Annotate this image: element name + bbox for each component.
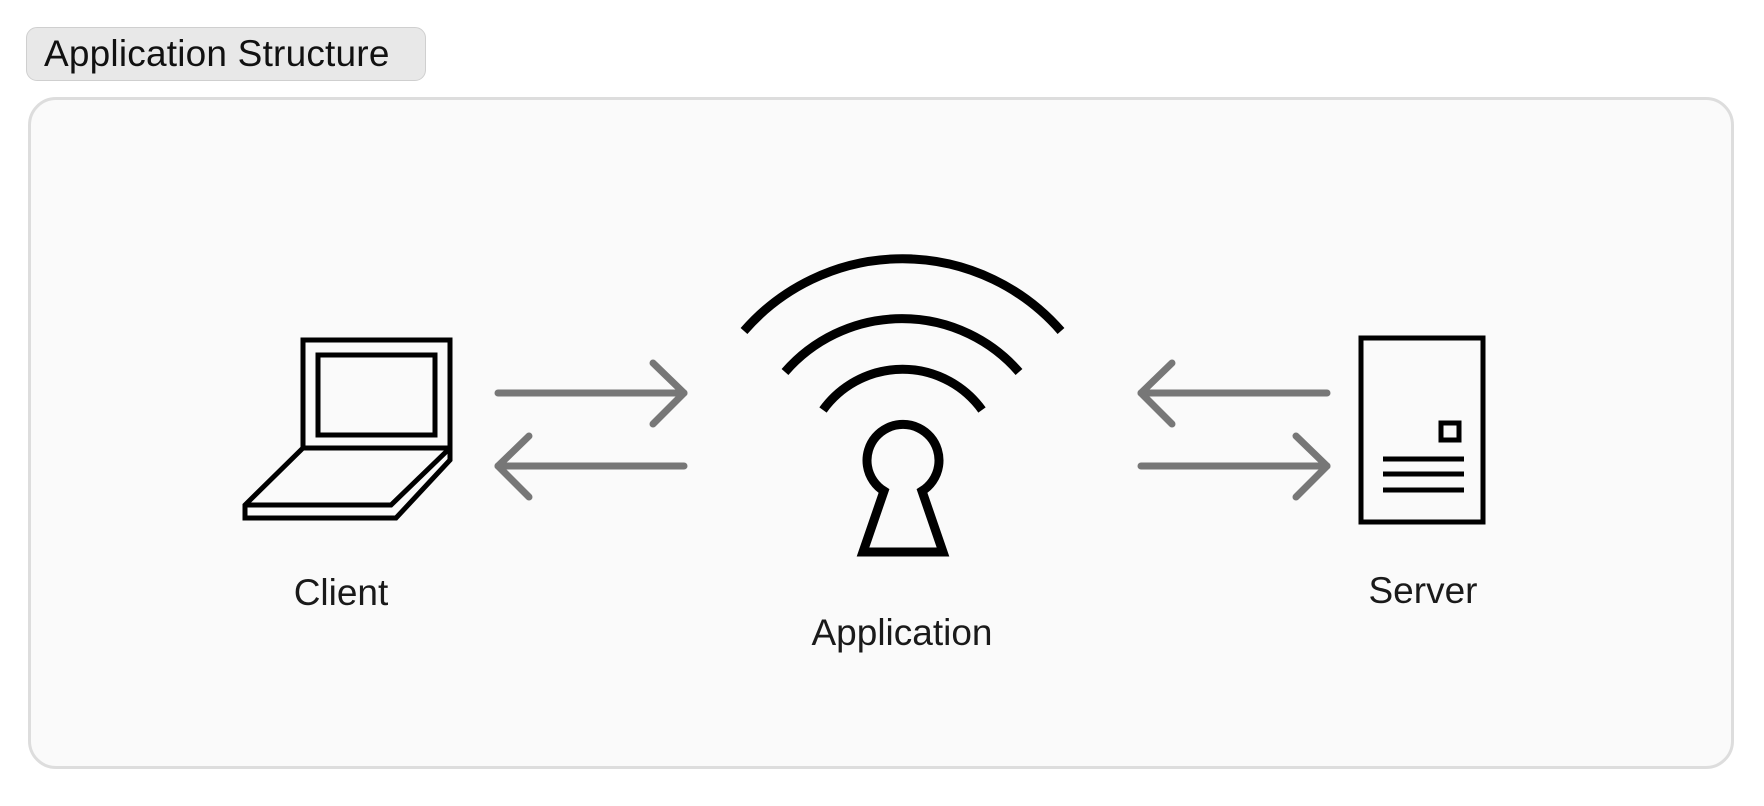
- wireless-keyhole-icon: [740, 254, 1065, 557]
- client-application-arrows: [494, 359, 688, 501]
- diagram-title-tag: Application Structure: [26, 27, 426, 81]
- application-server-arrows: [1137, 359, 1331, 501]
- server-tower-icon: [1358, 335, 1486, 525]
- client-label: Client: [293, 572, 389, 613]
- arrow-server-to-application: [1137, 359, 1331, 428]
- server-label: Server: [1368, 570, 1478, 611]
- arrow-client-to-application: [494, 359, 688, 428]
- diagram-title: Application Structure: [44, 33, 390, 74]
- application-label: Application: [811, 612, 993, 653]
- arrow-application-to-client: [494, 432, 688, 501]
- laptop-icon: [242, 337, 453, 521]
- arrow-application-to-server: [1137, 432, 1331, 501]
